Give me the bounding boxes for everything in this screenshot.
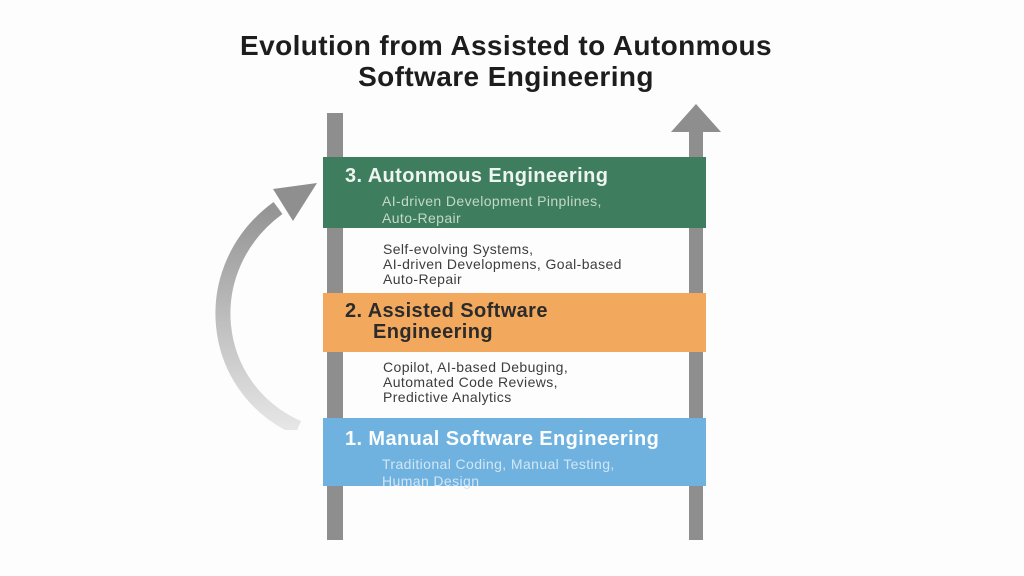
level-1-details: Traditional Coding, Manual Testing, Huma… (323, 450, 706, 490)
annotation-line: AI-driven Developmens, Goal-based (383, 256, 622, 272)
level-3-heading-line: 3. Autonmous Engineering (345, 165, 609, 187)
level-3-details: AI-driven Development Pinplines, Auto-Re… (323, 187, 706, 227)
level-3-heading: 3. Autonmous Engineering (323, 157, 706, 187)
level-2-heading-line: 2. Assisted Software (345, 300, 548, 322)
page-title-line1: Evolution from Assisted to Autonmous (240, 30, 772, 61)
curved-arrow-icon (215, 183, 317, 430)
page-title-line2: Software Engineering (358, 61, 654, 92)
curved-arrow-shaft (215, 201, 302, 430)
level-3-details-line: Auto-Repair (382, 210, 462, 226)
level-2-heading-line: Engineering (373, 321, 493, 343)
annotation-line: Copilot, AI-based Debuging, (383, 359, 569, 375)
level-1-heading-line: 1. Manual Software Engineering (345, 428, 660, 450)
level-3-autonomous-box: 3. Autonmous Engineering AI-driven Devel… (323, 157, 706, 228)
curved-arrow-head (273, 183, 317, 221)
page-title: Evolution from Assisted to Autonmous Sof… (0, 30, 1012, 92)
annotation-self-evolving: Self-evolving Systems, AI-driven Develop… (383, 242, 683, 287)
level-2-heading: 2. Assisted Software Engineering (323, 293, 706, 343)
level-3-details-line: AI-driven Development Pinplines, (382, 193, 602, 209)
up-arrow-icon (671, 104, 721, 132)
annotation-line: Auto-Repair (383, 271, 463, 287)
level-1-heading: 1. Manual Software Engineering (323, 418, 706, 450)
annotation-line: Automated Code Reviews, (383, 374, 558, 390)
annotation-line: Predictive Analytics (383, 389, 512, 405)
level-2-assisted-box: 2. Assisted Software Engineering (323, 293, 706, 352)
annotation-line: Self-evolving Systems, (383, 241, 534, 257)
level-1-manual-box: 1. Manual Software Engineering Tradition… (323, 418, 706, 489)
level-1-details-line: Traditional Coding, Manual Testing, (382, 456, 615, 472)
level-1-details-line: Human Design (382, 473, 480, 489)
annotation-copilot: Copilot, AI-based Debuging, Automated Co… (383, 360, 683, 405)
